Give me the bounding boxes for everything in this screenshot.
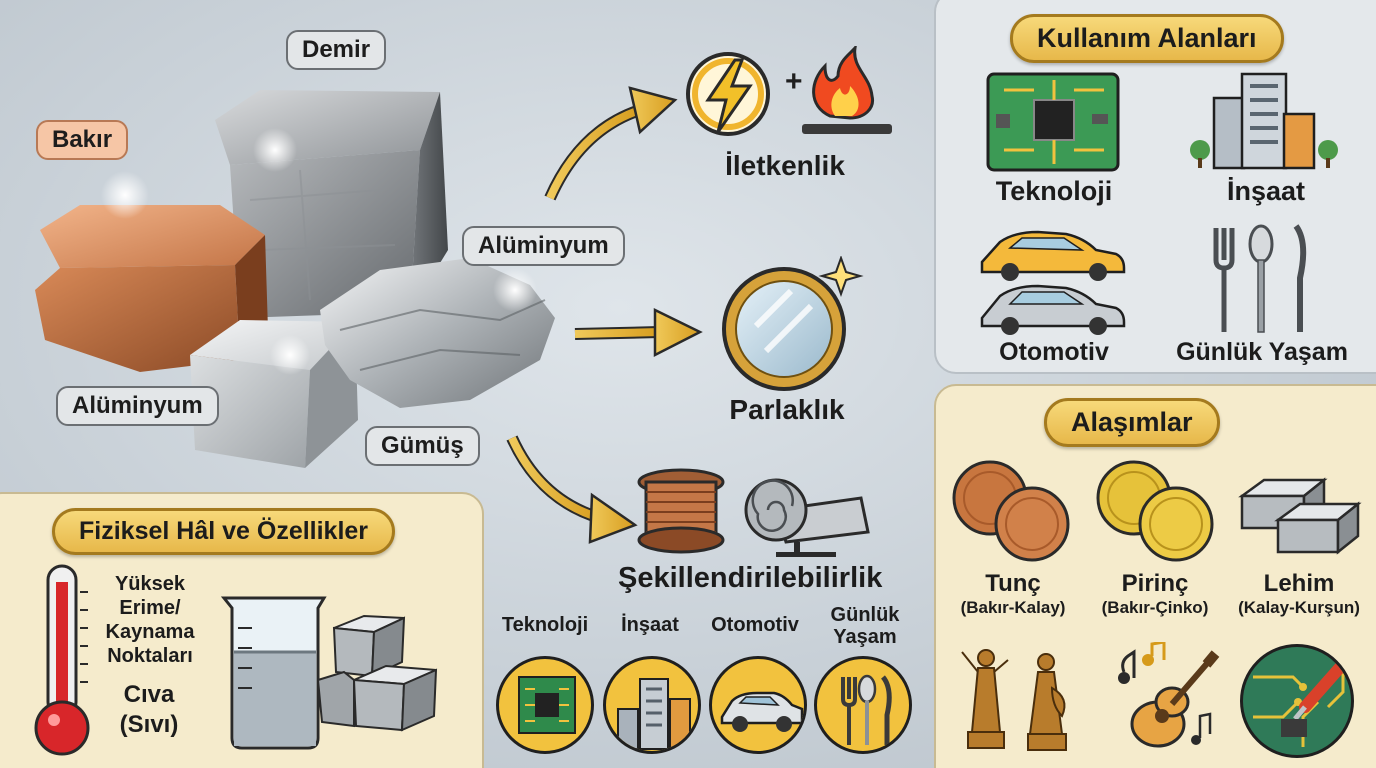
alloy-solder-components: (Kalay-Kurşun): [1238, 598, 1360, 617]
circuit-board-icon: [986, 72, 1120, 172]
cars-icon: [980, 230, 1126, 335]
silver-car: [980, 284, 1126, 335]
beaker-icon: [220, 596, 327, 750]
beaker-and-cubes-icon: [220, 596, 438, 750]
usage-label-construction: İnşaat: [1226, 176, 1306, 206]
chip-circle-icon: [496, 656, 594, 754]
bottom-label-construction: İnşaat: [621, 614, 679, 636]
mercury-line2: (Sıvı): [119, 711, 179, 738]
soldering-circuit-icon: [1240, 644, 1354, 758]
metal-cubes-icon: [316, 614, 438, 732]
buildings-icon: [1190, 72, 1338, 170]
guitar-music-icon: [1118, 642, 1220, 748]
conductivity-icons: +: [686, 46, 892, 136]
aluminium-cube: [190, 320, 358, 468]
melt-line3: Kaynama: [105, 621, 195, 643]
label-silver: Gümüş: [365, 426, 480, 466]
melt-line4: Noktaları: [107, 645, 193, 667]
label-copper: Bakır: [36, 120, 129, 160]
alloy-bronze-components: (Bakır-Kalay): [960, 598, 1066, 617]
fire-icon: [802, 46, 892, 134]
malleability-icons: [637, 468, 870, 557]
silver-lump: [320, 258, 555, 408]
arrow-to-shine: [574, 307, 703, 358]
yellow-car: [980, 230, 1126, 281]
bottom-label-daily-line1: Günlük: [830, 604, 900, 626]
alloy-solder-name: Lehim: [1263, 570, 1335, 597]
cutlery-circle-icon: [814, 656, 912, 754]
melting-point-text: Yüksek Erime/ Kaynama Noktaları: [90, 572, 210, 668]
label-aluminium-bottom: Alüminyum: [56, 386, 219, 426]
label-malleability: Şekillendirilebilirlik: [618, 562, 883, 594]
bronze-coins-icon: [952, 460, 1070, 562]
usage-label-automotive: Otomotiv: [999, 338, 1109, 366]
buildings-circle-icon: [603, 656, 701, 754]
bottom-label-daily-line2: Yaşam: [833, 626, 897, 648]
mercury-line1: Cıva: [123, 681, 175, 708]
physical-title: Fiziksel Hâl ve Özellikler: [52, 508, 396, 555]
usage-label-daily: Günlük Yaşam: [1176, 338, 1348, 366]
mirror-icon: [722, 256, 864, 391]
metal-blocks-illustration: [35, 90, 555, 468]
bottom-label-daily: Günlük Yaşam: [815, 604, 915, 648]
metal-sheet-roll-icon: [744, 478, 870, 557]
label-shine: Parlaklık: [729, 394, 845, 425]
cutlery-icon: [1213, 224, 1307, 333]
alloy-bronze-name: Tunç: [985, 570, 1041, 597]
label-iron: Demir: [286, 30, 387, 70]
car-circle-icon: [709, 656, 807, 754]
alloy-brass-name: Pirinç: [1121, 570, 1189, 597]
melt-line1: Yüksek: [114, 573, 186, 595]
brass-coins-icon: [1096, 460, 1214, 562]
usage-title: Kullanım Alanları: [1010, 14, 1284, 63]
alloys-title: Alaşımlar: [1044, 398, 1220, 447]
bottom-label-technology: Teknoloji: [501, 614, 589, 636]
property-arrows: [506, 86, 703, 544]
label-aluminium-top: Alüminyum: [462, 226, 625, 266]
alloy-brass-components: (Bakır-Çinko): [1101, 598, 1209, 617]
solder-bars-icon: [1238, 477, 1362, 555]
copper-wire-spool-icon: [637, 468, 725, 554]
melt-line2: Erime/: [119, 597, 181, 619]
arrow-to-malleability: [506, 435, 638, 544]
lightning-icon: [686, 52, 770, 136]
bronze-statues-icon: [961, 649, 1067, 751]
arrow-to-conductivity: [544, 86, 678, 201]
svg-text:+: +: [785, 65, 803, 98]
thermometer-icon: [34, 564, 90, 756]
usage-label-technology: Teknoloji: [995, 176, 1113, 206]
mercury-text: Cıva (Sıvı): [104, 680, 194, 740]
bottom-label-automotive: Otomotiv: [711, 614, 799, 636]
label-conductivity: İletkenlik: [725, 150, 845, 181]
